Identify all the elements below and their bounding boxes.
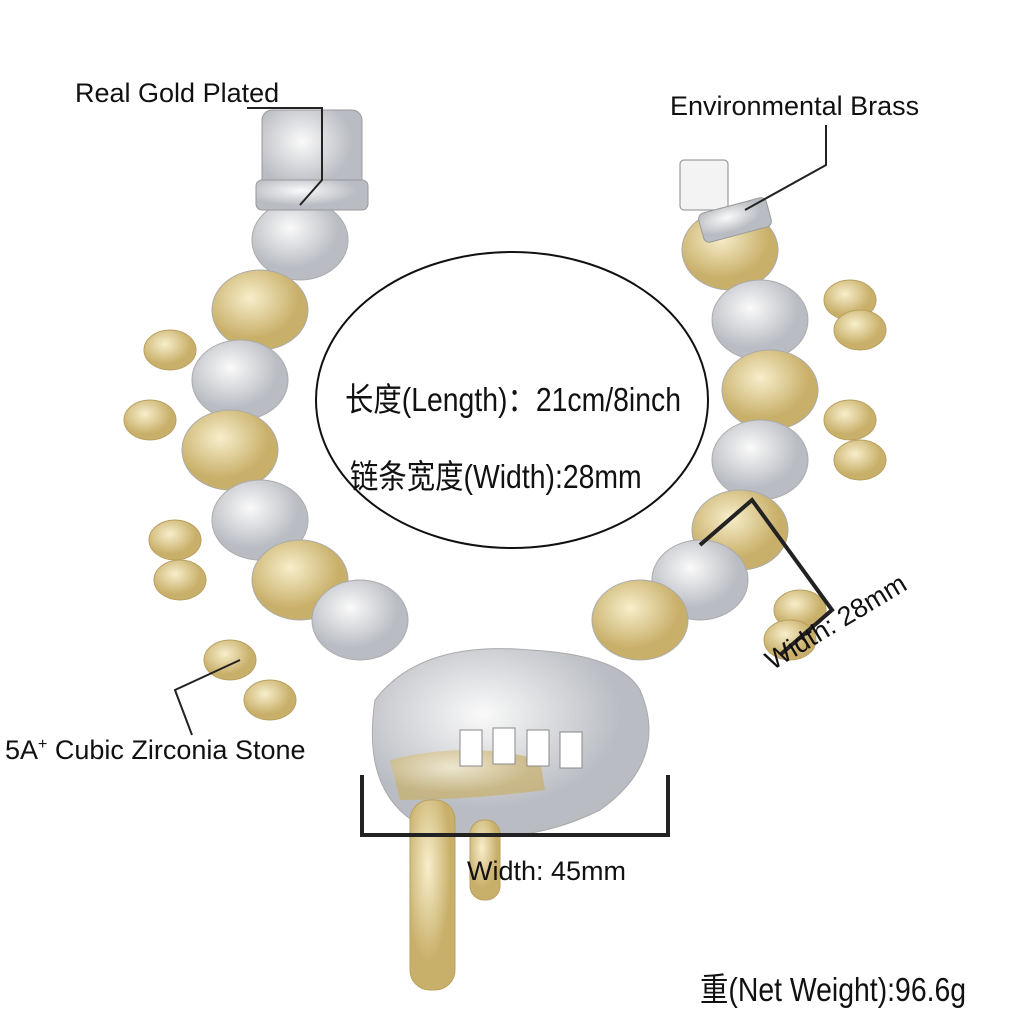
spec-length: 长度(Length)：21cm/8inch — [345, 381, 681, 418]
stone-grade-plus: + — [38, 736, 48, 753]
chain-link — [181, 409, 279, 491]
teardrop-stone — [143, 329, 197, 371]
chain-link — [251, 199, 349, 281]
spec-chain-width: 链条宽度(Width):28mm — [350, 458, 642, 495]
chain-link — [711, 279, 809, 361]
chain-link — [711, 419, 809, 501]
teardrop-stone — [123, 399, 177, 441]
teardrop-stone — [763, 619, 817, 661]
pendant-lips — [371, 648, 650, 991]
spec-ellipse — [315, 251, 709, 549]
clasp-box-right — [679, 159, 729, 211]
teardrop-stone — [833, 309, 887, 351]
teardrop-stone — [243, 679, 297, 721]
label-environmental-brass: Environmental Brass — [670, 91, 920, 121]
label-real-gold-plated: Real Gold Plated — [75, 78, 280, 108]
chain-link — [191, 339, 289, 421]
clasp-band-left — [255, 179, 369, 211]
callout-lines — [173, 107, 835, 837]
teardrop-stone — [153, 559, 207, 601]
stone-grade: 5A — [5, 735, 39, 765]
teardrop-stone — [148, 519, 202, 561]
label-pendant-width: Width: 45mm — [467, 856, 627, 886]
label-net-weight: 重(Net Weight):96.6g — [700, 971, 967, 1008]
chain-link — [211, 269, 309, 351]
chain-link — [311, 579, 409, 661]
stone-name: Cubic Zirconia Stone — [47, 735, 306, 765]
chain-link — [591, 579, 689, 661]
label-cubic-zirconia: 5A+ Cubic Zirconia Stone — [5, 735, 306, 766]
teardrop-stone — [823, 399, 877, 441]
chain-link — [721, 349, 819, 431]
teardrop-stone — [833, 439, 887, 481]
clasp-band-right — [698, 197, 772, 243]
